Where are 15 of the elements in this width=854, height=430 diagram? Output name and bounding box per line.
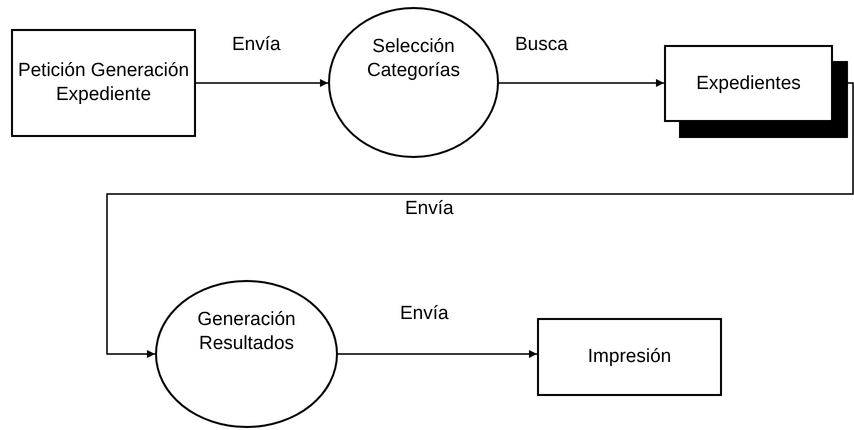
edge-label: Busca: [515, 34, 568, 56]
arrow: [499, 79, 664, 87]
edge-label: Envía: [232, 34, 281, 56]
arrow: [338, 350, 537, 358]
node-label: Selección Categorías: [366, 35, 461, 83]
edge-label: Envía: [400, 303, 449, 325]
arrow: [196, 79, 328, 87]
process-box: [11, 29, 196, 137]
process-box: [537, 318, 722, 396]
node-label: Petición Generación Expediente: [17, 59, 190, 107]
arrow: [106, 82, 854, 358]
node-label: Generación Resultados: [196, 308, 297, 356]
node-label: Expedientes: [696, 72, 801, 96]
edge-label: Envía: [405, 198, 454, 220]
node-label: Impresión: [588, 345, 672, 369]
